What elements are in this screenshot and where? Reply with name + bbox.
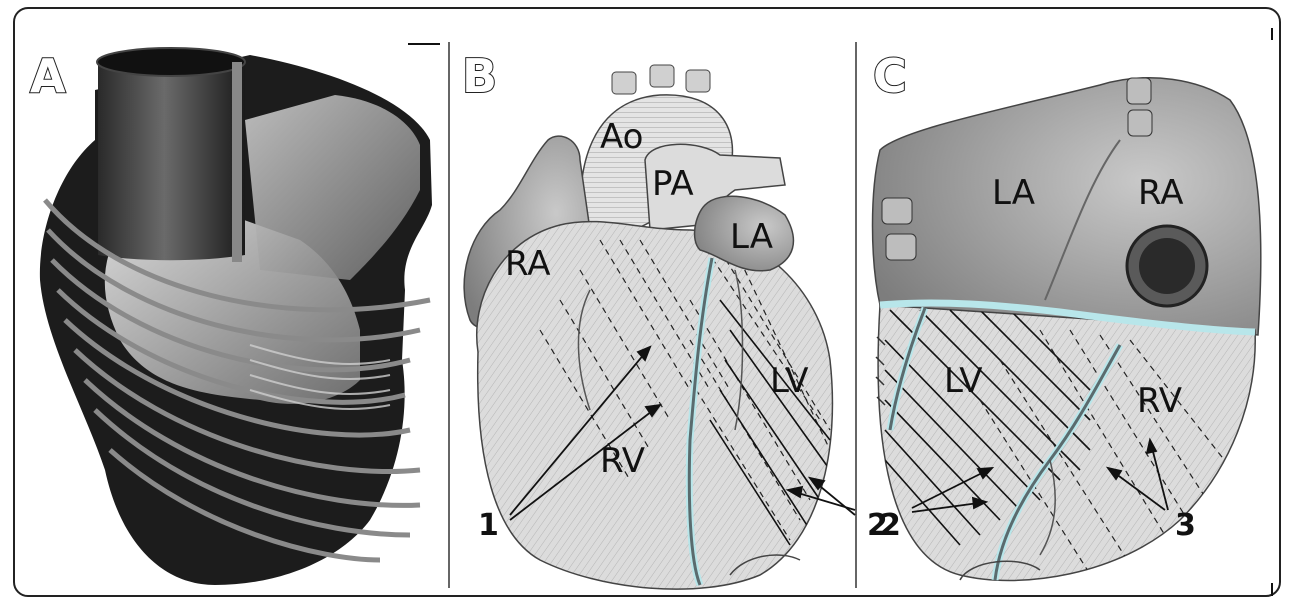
- panel-c-letter: C: [873, 49, 907, 103]
- panel-a-letter: A: [30, 49, 66, 103]
- heart-band-model: [40, 48, 432, 585]
- label-rv-c: RV: [1137, 381, 1182, 421]
- label-ra-b: RA: [505, 244, 551, 284]
- label-ao: Ao: [600, 117, 643, 157]
- callout-3: 3: [1175, 508, 1196, 543]
- label-rv-b: RV: [600, 441, 645, 481]
- vein-stub-4: [1128, 110, 1152, 136]
- callout-1: 1: [478, 508, 499, 543]
- label-pa: PA: [652, 164, 694, 204]
- vein-stub-2: [886, 234, 916, 260]
- ventricles-c-shape: [878, 305, 1255, 580]
- panel-c: C LA: [873, 49, 1261, 590]
- label-la-b: LA: [730, 217, 773, 257]
- panel-b: B Ao PA: [462, 49, 888, 589]
- panel-b-letter: B: [462, 49, 497, 103]
- label-la-c: LA: [992, 173, 1035, 213]
- atria-c-shape: [873, 78, 1261, 335]
- label-lv-b: LV: [770, 361, 808, 401]
- label-lv-c: LV: [944, 361, 982, 401]
- vein-stub-3: [1127, 78, 1151, 104]
- label-ra-c: RA: [1138, 173, 1184, 213]
- vein-stub-1: [882, 198, 912, 224]
- panel-a: A: [30, 48, 432, 585]
- vena-cava-lumen: [1139, 238, 1195, 294]
- callout-2-c: 2: [880, 508, 901, 543]
